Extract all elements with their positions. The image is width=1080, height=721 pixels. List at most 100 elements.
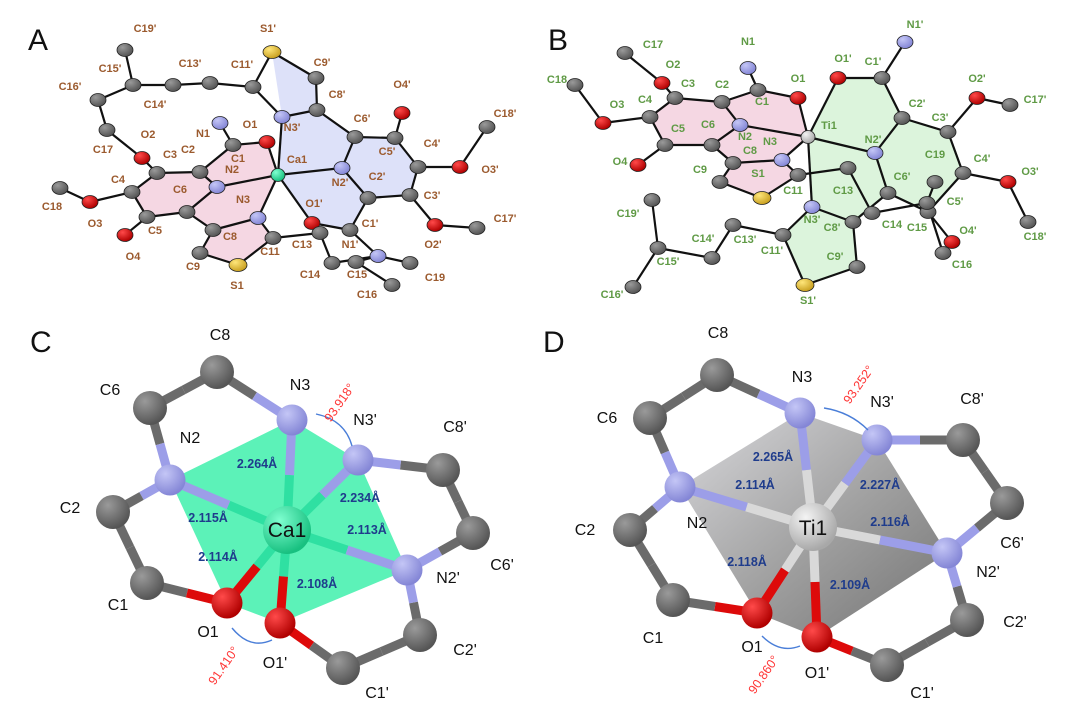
atom-label: O1 xyxy=(243,119,258,131)
panel-letter: A xyxy=(28,24,48,57)
atom-label: C2 xyxy=(715,79,729,91)
atom-label: C8 xyxy=(743,145,757,157)
atom-label: O1 xyxy=(741,639,762,656)
atom-label: C16 xyxy=(952,259,972,271)
atom-label: O4 xyxy=(613,156,629,168)
carbon-atom xyxy=(148,166,166,180)
metal-center-label: Ca1 xyxy=(287,154,307,166)
atom-label: C15 xyxy=(907,222,927,234)
atom-label: C9' xyxy=(314,57,331,69)
oxygen-atom xyxy=(943,235,961,249)
sulfur-atom xyxy=(228,258,248,272)
carbon-atom xyxy=(863,206,881,220)
nitrogen-atom xyxy=(333,161,351,175)
bond xyxy=(806,136,814,208)
carbon-atom xyxy=(839,161,857,175)
carbon-atom xyxy=(641,110,659,124)
atom-label: C5 xyxy=(148,225,162,237)
carbon-atom xyxy=(96,495,130,529)
carbon-atom xyxy=(200,355,234,389)
carbon-atom xyxy=(1019,215,1037,229)
bond-angle-label: 90.860° xyxy=(746,653,782,696)
atom-label: C13' xyxy=(179,58,202,70)
atom-label: C6' xyxy=(490,557,514,574)
bond-distance-label: 2.116Å xyxy=(870,514,910,529)
atom-label: O1' xyxy=(805,665,829,682)
atom-label: N3 xyxy=(792,369,813,386)
chelate-ring-shading xyxy=(783,78,963,285)
nitrogen-atom xyxy=(784,397,816,429)
atom-label: C17 xyxy=(643,39,663,51)
atom-label: N3' xyxy=(353,412,377,429)
angle-arc xyxy=(761,635,801,650)
nitrogen-atom xyxy=(208,180,226,194)
atom-label: O2' xyxy=(968,73,986,85)
bond-distance-label: 2.113Å xyxy=(347,522,387,537)
bond xyxy=(650,199,660,249)
carbon-atom xyxy=(649,241,667,255)
oxygen-atom xyxy=(303,216,321,230)
carbon-atom xyxy=(191,165,209,179)
carbon-atom xyxy=(666,91,684,105)
carbon-atom xyxy=(703,138,721,152)
carbon-atom xyxy=(308,103,326,117)
atom-label: O4 xyxy=(126,251,142,263)
carbon-atom xyxy=(700,358,734,392)
bond-distance-label: 2.118Å xyxy=(727,554,767,569)
carbon-atom xyxy=(326,651,360,685)
bond xyxy=(257,174,279,219)
bond xyxy=(851,221,859,268)
atom-label: C1 xyxy=(643,630,664,647)
panel-letter: B xyxy=(548,24,568,57)
nitrogen-atom xyxy=(276,404,308,436)
bond-distance-label: 2.265Å xyxy=(753,449,793,464)
carbon-atom xyxy=(724,156,742,170)
nitrogen-atom xyxy=(739,61,757,75)
atom-label: O4' xyxy=(393,79,411,91)
carbon-atom xyxy=(616,46,634,60)
nitrogen-atom xyxy=(731,118,749,132)
atom-label: C9 xyxy=(693,164,707,176)
atom-label: S1' xyxy=(800,295,816,307)
bond xyxy=(271,51,317,79)
nitrogen-atom xyxy=(664,471,696,503)
nitrogen-atom xyxy=(803,200,821,214)
atom-label: O3 xyxy=(610,99,625,111)
atom-label: C3 xyxy=(681,78,695,90)
atom-label: O3 xyxy=(88,218,103,230)
atom-label: O1' xyxy=(305,198,323,210)
carbon-atom xyxy=(870,648,904,682)
carbon-atom xyxy=(934,246,952,260)
atom-label: C2' xyxy=(1003,614,1027,631)
carbon-atom xyxy=(633,401,667,435)
atom-label: N3' xyxy=(284,122,301,134)
atom-label: N3' xyxy=(804,214,821,226)
atom-label: O1' xyxy=(263,655,287,672)
carbon-atom xyxy=(98,123,116,137)
metal-center-label: Ti1 xyxy=(821,120,837,132)
atom-label: C3' xyxy=(424,190,441,202)
bond xyxy=(277,166,343,177)
carbon-atom xyxy=(613,513,647,547)
carbon-atom xyxy=(844,215,862,229)
atom-label: O4' xyxy=(959,225,977,237)
atom-label: C6 xyxy=(173,184,187,196)
atom-label: C19' xyxy=(134,23,157,35)
nitrogen-atom xyxy=(154,464,186,496)
bond xyxy=(807,77,839,138)
atom-label: N1 xyxy=(196,128,210,140)
atom-label: S1 xyxy=(230,280,243,292)
atom-label: C2 xyxy=(60,500,81,517)
atom-label: C9 xyxy=(186,261,200,273)
atom-label: O1 xyxy=(791,73,806,85)
atom-label: C8 xyxy=(223,231,237,243)
bond xyxy=(797,166,849,177)
oxygen-atom xyxy=(264,607,296,639)
oxygen-atom xyxy=(594,116,612,130)
carbon-atom xyxy=(926,175,944,189)
oxygen-atom xyxy=(393,106,411,120)
carbon-atom xyxy=(401,188,419,202)
